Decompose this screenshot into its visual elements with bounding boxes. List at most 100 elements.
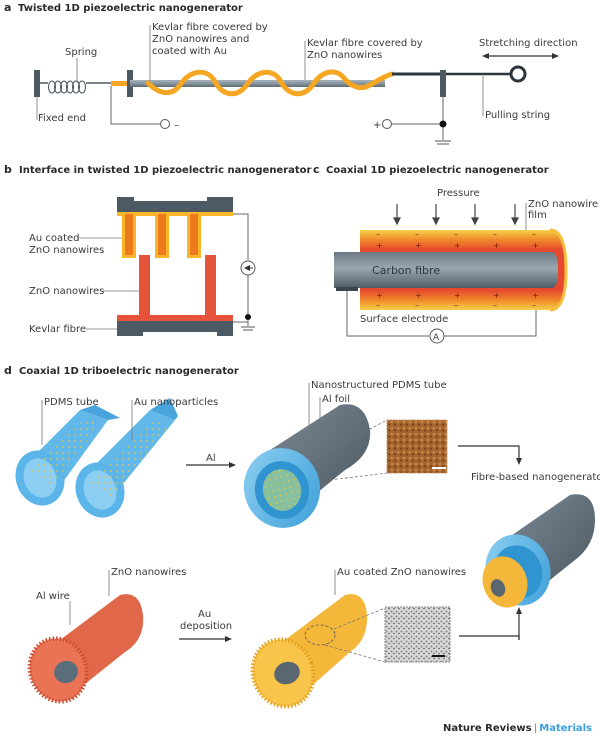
positive-terminal xyxy=(382,119,392,129)
panel-a-title: Twisted 1D piezoelectric nanogenerator xyxy=(18,3,243,14)
au-zno-label-1: Au coated xyxy=(29,233,80,244)
svg-text:+: + xyxy=(454,291,461,300)
kevlar-zno-label-2: ZnO nanowires xyxy=(307,50,382,61)
panel-c: c Coaxial 1D piezoelectric nanogenerator… xyxy=(313,163,598,344)
junction-node xyxy=(245,314,251,320)
pulling-string-label: Pulling string xyxy=(485,110,550,121)
split-pdms-tube xyxy=(15,398,178,518)
carbon-fibre-label: Carbon fibre xyxy=(372,264,440,277)
pressure-arrows xyxy=(393,204,519,226)
svg-text:+: + xyxy=(415,241,422,250)
panel-c-title: Coaxial 1D piezoelectric nanogenerator xyxy=(326,165,549,176)
svg-text:+: + xyxy=(376,291,383,300)
zno-nanowires-label-d: ZnO nanowires xyxy=(111,567,186,578)
panel-d: d Coaxial 1D triboelectric nanogenerator… xyxy=(4,364,600,709)
charge-signs: – – – – – + + + + + + + + + + – – – – – xyxy=(376,230,539,310)
pull-ring xyxy=(509,65,527,83)
svg-text:–: – xyxy=(493,230,497,239)
svg-text:–: – xyxy=(454,301,458,310)
al-wire-label: Al wire xyxy=(36,591,70,602)
positive-sign: + xyxy=(373,120,381,131)
svg-text:–: – xyxy=(493,301,497,310)
au-nanoparticles-label: Au nanoparticles xyxy=(134,397,218,408)
sem-image-pdms xyxy=(386,419,448,474)
svg-text:–: – xyxy=(454,230,458,239)
ground-icon xyxy=(435,140,451,145)
svg-text:–: – xyxy=(532,301,536,310)
junction-node xyxy=(439,120,447,128)
svg-text:+: + xyxy=(376,241,383,250)
svg-text:+: + xyxy=(454,241,461,250)
journal-credit: Nature Reviews|Materials xyxy=(443,723,592,734)
panel-c-letter: c xyxy=(313,163,320,176)
svg-text:+: + xyxy=(532,291,539,300)
kevlar-au-helix xyxy=(145,69,395,97)
surface-electrode-label: Surface electrode xyxy=(360,314,448,325)
ammeter-label: A xyxy=(433,333,440,343)
panel-b-letter: b xyxy=(4,163,12,176)
journal-name: Materials xyxy=(539,723,592,734)
spring-label: Spring xyxy=(65,47,97,58)
stretching-direction-label: Stretching direction xyxy=(479,38,578,49)
svg-text:+: + xyxy=(415,291,422,300)
kevlar-au-label-1: Kevlar fibre covered by xyxy=(152,22,268,33)
panel-c-wire-right xyxy=(444,310,537,337)
publisher-name: Nature Reviews xyxy=(442,723,532,734)
svg-text:–: – xyxy=(376,301,380,310)
panel-a-letter: a xyxy=(4,1,11,14)
separator: | xyxy=(533,723,538,734)
panel-a-circuit: – + xyxy=(110,86,451,145)
pdms-tube-label: PDMS tube xyxy=(44,397,99,408)
panel-a: a Twisted 1D piezoelectric nanogenerator xyxy=(4,1,578,145)
ground-icon xyxy=(241,326,255,331)
kevlar-zno-label-1: Kevlar fibre covered by xyxy=(307,38,423,49)
al-step-label: Al xyxy=(206,453,216,464)
fixed-end-label: Fixed end xyxy=(38,113,86,124)
sem-image-au-zno xyxy=(384,606,451,663)
kevlar-au-label-3: coated with Au xyxy=(152,46,227,57)
au-deposition-label-2: deposition xyxy=(180,621,232,632)
negative-terminal xyxy=(160,119,170,129)
au-zno-label-2: ZnO nanowires xyxy=(29,245,104,256)
carbon-fibre xyxy=(334,252,558,288)
panel-b-circuit xyxy=(233,213,256,331)
arrow-to-final xyxy=(459,635,520,640)
svg-text:–: – xyxy=(532,230,536,239)
au-coated-nanowires xyxy=(122,214,201,258)
arrow-to-fibre-ng xyxy=(458,445,520,460)
kevlar-zno-fibre xyxy=(130,80,385,87)
fibre-based-nanogenerator xyxy=(482,494,595,608)
fibre-based-ng-label: Fibre-based nanogenerator xyxy=(471,472,600,483)
fixed-end-plate xyxy=(34,70,40,97)
svg-text:+: + xyxy=(493,291,500,300)
end-plate xyxy=(440,70,446,97)
svg-text:+: + xyxy=(532,241,539,250)
zno-film-label-1: ZnO nanowire xyxy=(528,199,598,210)
stretching-arrow xyxy=(482,53,559,59)
negative-sign: – xyxy=(174,120,179,131)
svg-text:–: – xyxy=(415,301,419,310)
kevlar-fibre-label: Kevlar fibre xyxy=(29,324,86,335)
panel-b-title: Interface in twisted 1D piezoelectric na… xyxy=(19,165,312,176)
panel-d-letter: d xyxy=(4,364,12,377)
zno-film-label-2: film xyxy=(528,210,547,221)
panel-b: b Interface in twisted 1D piezoelectric … xyxy=(4,163,312,336)
al-foil-label: Al foil xyxy=(322,394,350,405)
al-foil-pdms-tube xyxy=(243,404,371,528)
zno-nanowires xyxy=(117,255,233,321)
au-coated-zno-wire xyxy=(250,594,368,709)
panel-c-wire-left xyxy=(346,291,429,337)
svg-text:–: – xyxy=(376,230,380,239)
au-coated-zno-label: Au coated ZnO nanowires xyxy=(337,567,466,578)
zno-nanowires-on-al-wire xyxy=(27,594,144,704)
top-kevlar-plate xyxy=(117,197,233,212)
pressure-label: Pressure xyxy=(437,188,480,199)
panel-d-title: Coaxial 1D triboelectric nanogenerator xyxy=(19,366,239,377)
svg-text:+: + xyxy=(493,241,500,250)
surface-electrode-contact xyxy=(336,287,358,291)
svg-text:–: – xyxy=(415,230,419,239)
zno-nanowires-label: ZnO nanowires xyxy=(29,286,104,297)
bottom-kevlar-plate xyxy=(117,321,233,336)
nanostructured-pdms-label: Nanostructured PDMS tube xyxy=(311,380,447,391)
